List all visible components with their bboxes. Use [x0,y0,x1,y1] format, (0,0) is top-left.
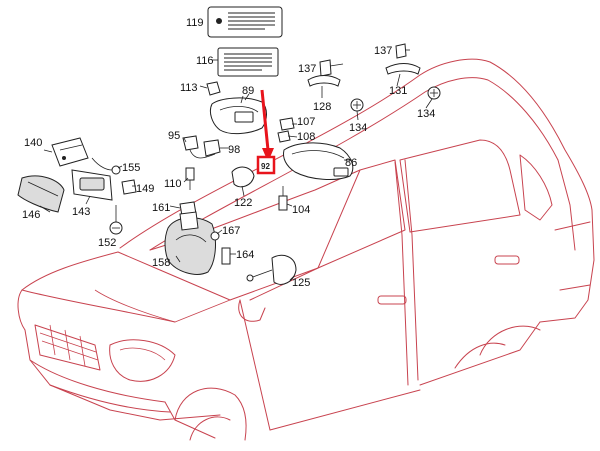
screw-icon [278,186,288,211]
callout-labels: 119 116 113 89 137 137 128 131 134 134 1… [22,17,435,289]
grab-handle-icon [385,63,421,75]
label-155: 155 [122,162,140,174]
label-134-a: 134 [349,122,367,134]
screw-icon [350,86,441,112]
interior-lamp-housing-icon [71,169,113,201]
screw-icon [109,205,123,235]
label-158: 158 [152,257,170,269]
label-149: 149 [136,183,154,195]
label-89: 89 [242,85,254,97]
label-116: 116 [196,55,214,67]
label-107: 107 [297,116,315,128]
sun-visor-icon [283,142,354,180]
label-113: 113 [180,82,198,94]
label-137-b: 137 [374,45,392,57]
label-134-b: 134 [417,108,435,120]
label-152: 152 [98,237,116,249]
part-119-label-plate [207,6,283,38]
lamp-icon [91,157,121,175]
label-119: 119 [186,17,204,29]
car-body-outline [17,58,595,441]
label-98: 98 [228,144,240,156]
label-108: 108 [297,131,315,143]
label-140: 140 [24,137,42,149]
label-143: 143 [72,206,90,218]
label-167: 167 [222,225,240,237]
label-110: 110 [164,178,182,190]
grab-handle-icon [307,75,341,87]
mirror-icon [164,211,216,275]
screw-icon [221,247,231,265]
mount-bracket-icon [51,137,89,167]
label-137-a: 137 [298,63,316,75]
label-146: 146 [22,209,40,221]
label-95: 95 [168,130,180,142]
mirror-mount-icon [246,254,297,285]
connector-icon [121,179,137,195]
part-116-label-plate [217,47,279,77]
label-86: 86 [345,157,357,169]
highlight-box-label: 92 [261,162,270,171]
lamp-lens-icon [17,175,65,213]
clip-icon [199,81,221,96]
sun-visor-icon [209,95,267,135]
label-104: 104 [292,204,310,216]
label-122: 122 [234,197,252,209]
clip-icon [277,117,295,143]
label-161: 161 [152,202,170,214]
clip-icon [319,43,407,77]
clip-icon [182,135,221,159]
visor-clip-icon [231,166,255,188]
leader-lines [39,49,433,281]
label-128: 128 [313,101,331,113]
label-125: 125 [292,277,310,289]
highlighted-part-92[interactable]: 92 [256,89,276,175]
label-131: 131 [389,85,407,97]
label-164: 164 [236,249,254,261]
screw-icon [185,167,195,190]
